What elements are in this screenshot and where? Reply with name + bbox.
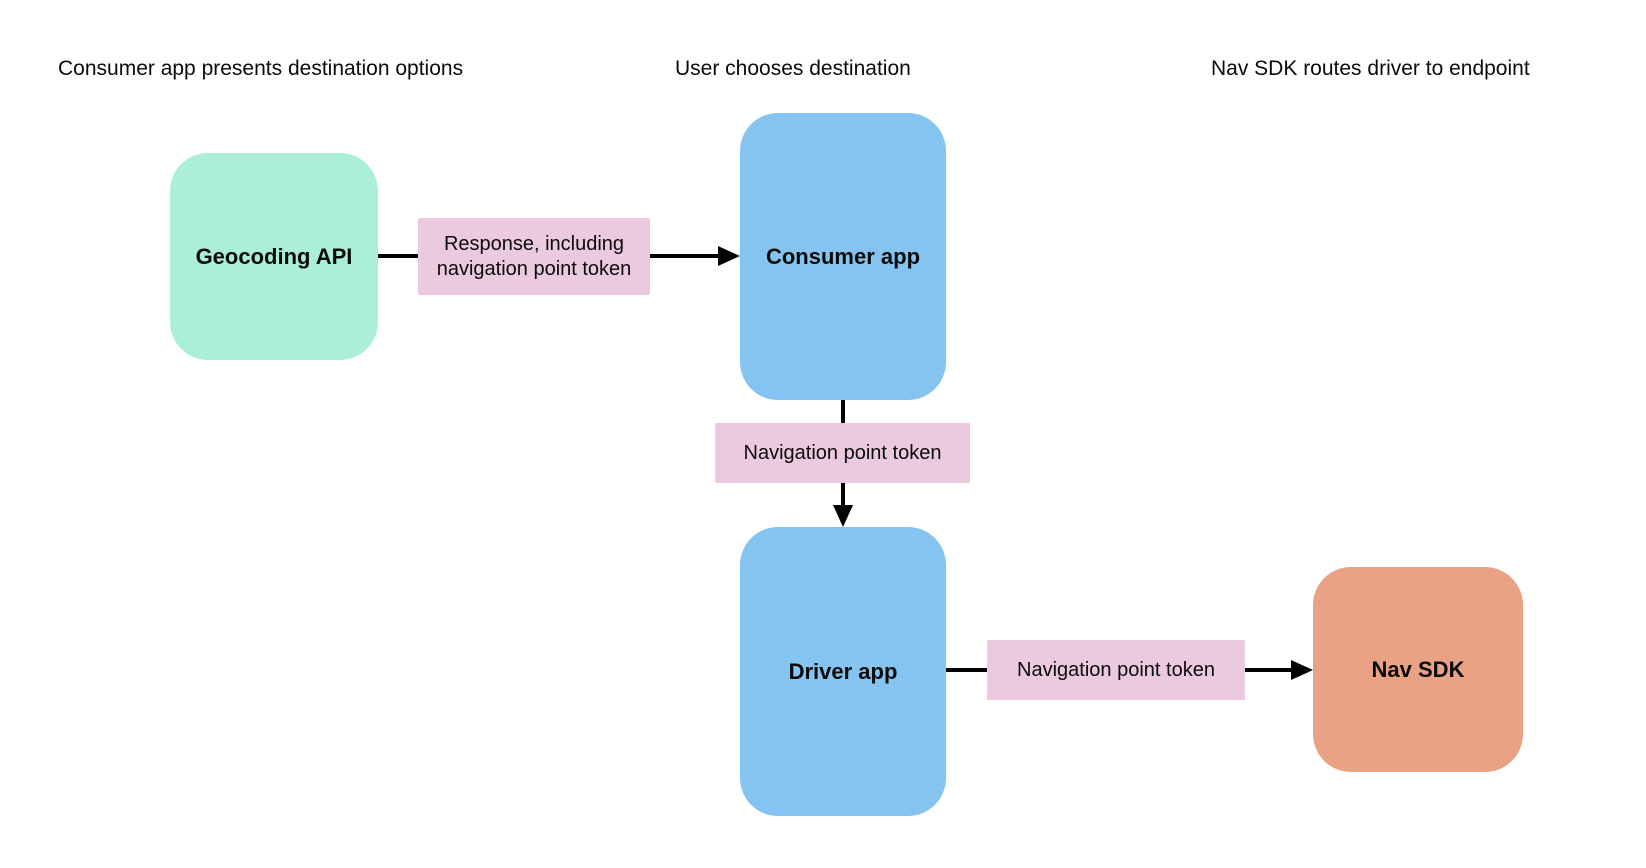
node-nav-sdk-label: Nav SDK xyxy=(1371,656,1465,682)
edge-line-label-to-driver xyxy=(841,483,845,507)
node-driver-app: Driver app xyxy=(740,527,946,816)
node-consumer-app: Consumer app xyxy=(740,113,946,400)
edge-label-navigation-point-token-1: Navigation point token xyxy=(715,423,970,483)
column-title-nav-sdk-routes: Nav SDK routes driver to endpoint xyxy=(1211,57,1530,80)
node-geocoding-api-label: Geocoding API xyxy=(195,243,353,269)
arrowhead-right-icon xyxy=(718,246,740,266)
edge-line-geocoding-to-label xyxy=(378,254,418,258)
node-driver-app-label: Driver app xyxy=(788,658,898,684)
edge-label-response-including-token: Response, including navigation point tok… xyxy=(418,218,650,295)
arrowhead-down-icon xyxy=(833,505,853,527)
edge-line-label-to-navsdk xyxy=(1245,668,1293,672)
edge-label-navigation-point-token-2: Navigation point token xyxy=(987,640,1245,700)
column-title-consumer-presents: Consumer app presents destination option… xyxy=(58,57,464,80)
edge-line-label-to-consumer xyxy=(650,254,720,258)
node-consumer-app-label: Consumer app xyxy=(765,243,921,269)
edge-line-consumer-to-label xyxy=(841,400,845,423)
edge-line-driver-to-label xyxy=(946,668,987,672)
arrowhead-right-icon xyxy=(1291,660,1313,680)
node-geocoding-api: Geocoding API xyxy=(170,153,378,360)
column-title-user-chooses: User chooses destination xyxy=(675,57,911,80)
node-nav-sdk: Nav SDK xyxy=(1313,567,1523,772)
